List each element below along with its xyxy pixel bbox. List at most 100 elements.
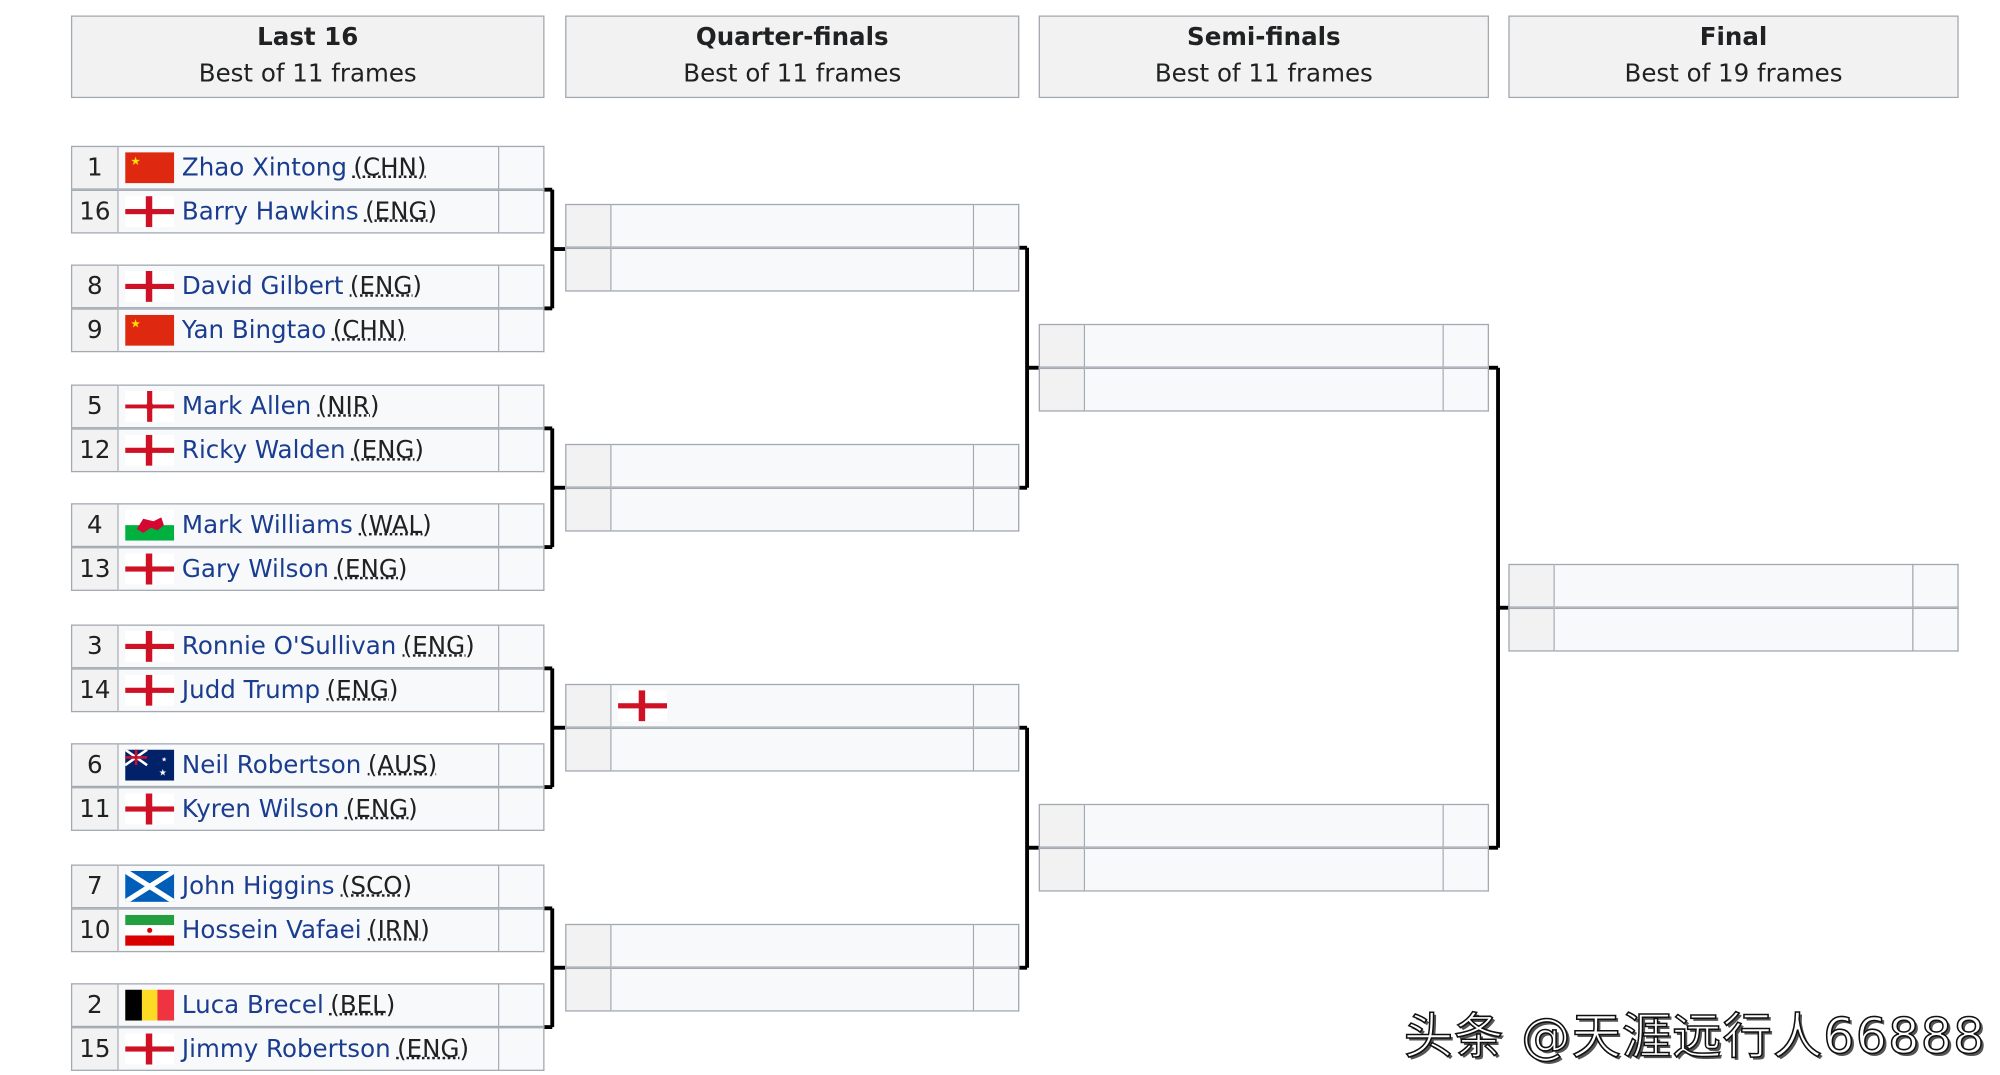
player-cell (1085, 367, 1444, 412)
country-code[interactable]: (AUS) (367, 750, 438, 780)
round-format: Best of 11 frames (683, 59, 902, 88)
player-slot: 1★Zhao Xintong(CHN) (70, 145, 545, 190)
score-cell (499, 787, 545, 831)
player-name[interactable]: Jimmy Robertson (181, 1034, 391, 1064)
score-cell (499, 624, 545, 669)
round-title: Last 16 (257, 23, 359, 52)
player-name[interactable]: Neil Robertson (181, 750, 362, 780)
player-name[interactable]: David Gilbert (181, 272, 344, 301)
flag-eng-icon (125, 630, 175, 662)
score-cell (499, 668, 545, 713)
seed-cell: 8 (70, 264, 119, 309)
player-name[interactable]: Mark Allen (181, 392, 312, 421)
watermark: 头条 @天涯远行人66888 (1403, 1007, 1986, 1065)
country-code[interactable]: (ENG) (326, 676, 399, 705)
flag-chn-icon: ★ (125, 314, 175, 346)
player-name[interactable]: Barry Hawkins (181, 197, 359, 226)
flag-chn-icon: ★ (125, 152, 175, 184)
player-name[interactable]: Ricky Walden (181, 436, 346, 465)
player-name[interactable]: Luca Brecel (181, 990, 324, 1020)
country-code[interactable]: (ENG) (335, 554, 408, 584)
seed-cell (1038, 323, 1086, 368)
country-code[interactable]: (ENG) (365, 197, 438, 226)
player-slot: 6★★Neil Robertson(AUS) (70, 743, 545, 788)
country-code[interactable]: (NIR) (317, 392, 380, 421)
player-name[interactable]: Zhao Xintong (181, 153, 347, 182)
seed-cell: 7 (70, 864, 119, 909)
seed-cell (565, 683, 612, 728)
player-name[interactable]: Hossein Vafaei (181, 916, 362, 945)
player-cell: ★Zhao Xintong(CHN) (118, 145, 500, 190)
score-cell (1913, 563, 1959, 608)
player-name[interactable]: Judd Trump (181, 676, 321, 705)
player-cell: Ricky Walden(ENG) (118, 428, 500, 473)
seed-cell (565, 967, 612, 1012)
player-name[interactable]: Kyren Wilson (181, 794, 340, 824)
flag-wal-icon (125, 509, 175, 541)
qf-slot (565, 203, 1020, 248)
score-cell (499, 908, 545, 953)
player-slot: 13 Gary Wilson(ENG) (70, 547, 545, 591)
seed-cell (565, 727, 612, 772)
country-code[interactable]: (SCO) (340, 872, 413, 901)
country-code[interactable]: (BEL) (330, 990, 396, 1020)
country-code[interactable]: (ENG) (345, 794, 418, 824)
player-cell (1085, 803, 1444, 848)
country-code[interactable]: (ENG) (349, 272, 422, 301)
score-cell (499, 384, 545, 429)
country-code[interactable]: (ENG) (402, 632, 475, 661)
country-code[interactable]: (CHN) (332, 316, 406, 345)
score-cell (974, 203, 1020, 248)
flag-sco-icon (125, 870, 175, 902)
score-cell (1443, 323, 1490, 368)
score-cell (974, 487, 1020, 532)
seed-cell: 13 (70, 547, 119, 591)
player-cell: Hossein Vafaei(IRN) (118, 908, 500, 953)
country-code[interactable]: (WAL) (359, 510, 432, 540)
seed-cell: 16 (70, 189, 119, 234)
player-cell: Barry Hawkins(ENG) (118, 189, 500, 234)
country-code[interactable]: (ENG) (352, 436, 425, 465)
seed-cell (1508, 563, 1555, 608)
round-title: Quarter-finals (695, 23, 889, 52)
flag-eng-icon (125, 1033, 175, 1065)
round-title: Final (1699, 23, 1768, 52)
player-name[interactable]: Gary Wilson (181, 554, 329, 584)
score-cell (1913, 607, 1959, 652)
player-cell: ★★Neil Robertson(AUS) (118, 743, 500, 788)
flag-irn-icon (125, 914, 175, 946)
player-cell: John Higgins(SCO) (118, 864, 500, 909)
player-cell: David Gilbert(ENG) (118, 264, 500, 309)
country-code[interactable]: (IRN) (368, 916, 430, 945)
player-cell: Mark Williams(WAL) (118, 503, 500, 548)
final-slot (1508, 607, 1959, 652)
seed-cell (565, 443, 612, 488)
flag-eng-icon (125, 793, 175, 825)
player-cell (1085, 847, 1444, 892)
score-cell (499, 547, 545, 591)
player-cell (1085, 323, 1444, 368)
player-cell: Ronnie O'Sullivan(ENG) (118, 624, 500, 669)
player-name[interactable]: John Higgins (181, 872, 335, 901)
seed-cell (1508, 607, 1555, 652)
player-name[interactable]: Mark Williams (181, 510, 353, 540)
player-cell: Judd Trump(ENG) (118, 668, 500, 713)
player-cell (611, 923, 975, 968)
player-name[interactable]: Ronnie O'Sullivan (181, 632, 397, 661)
score-cell (974, 683, 1020, 728)
sf-slot (1038, 803, 1490, 848)
sf-slot (1038, 367, 1490, 412)
round-format: Best of 11 frames (1154, 59, 1373, 88)
country-code[interactable]: (ENG) (397, 1034, 470, 1064)
player-name[interactable]: Yan Bingtao (181, 316, 327, 345)
qf-slot (565, 923, 1020, 968)
country-code[interactable]: (CHN) (353, 153, 427, 182)
seed-cell (565, 487, 612, 532)
